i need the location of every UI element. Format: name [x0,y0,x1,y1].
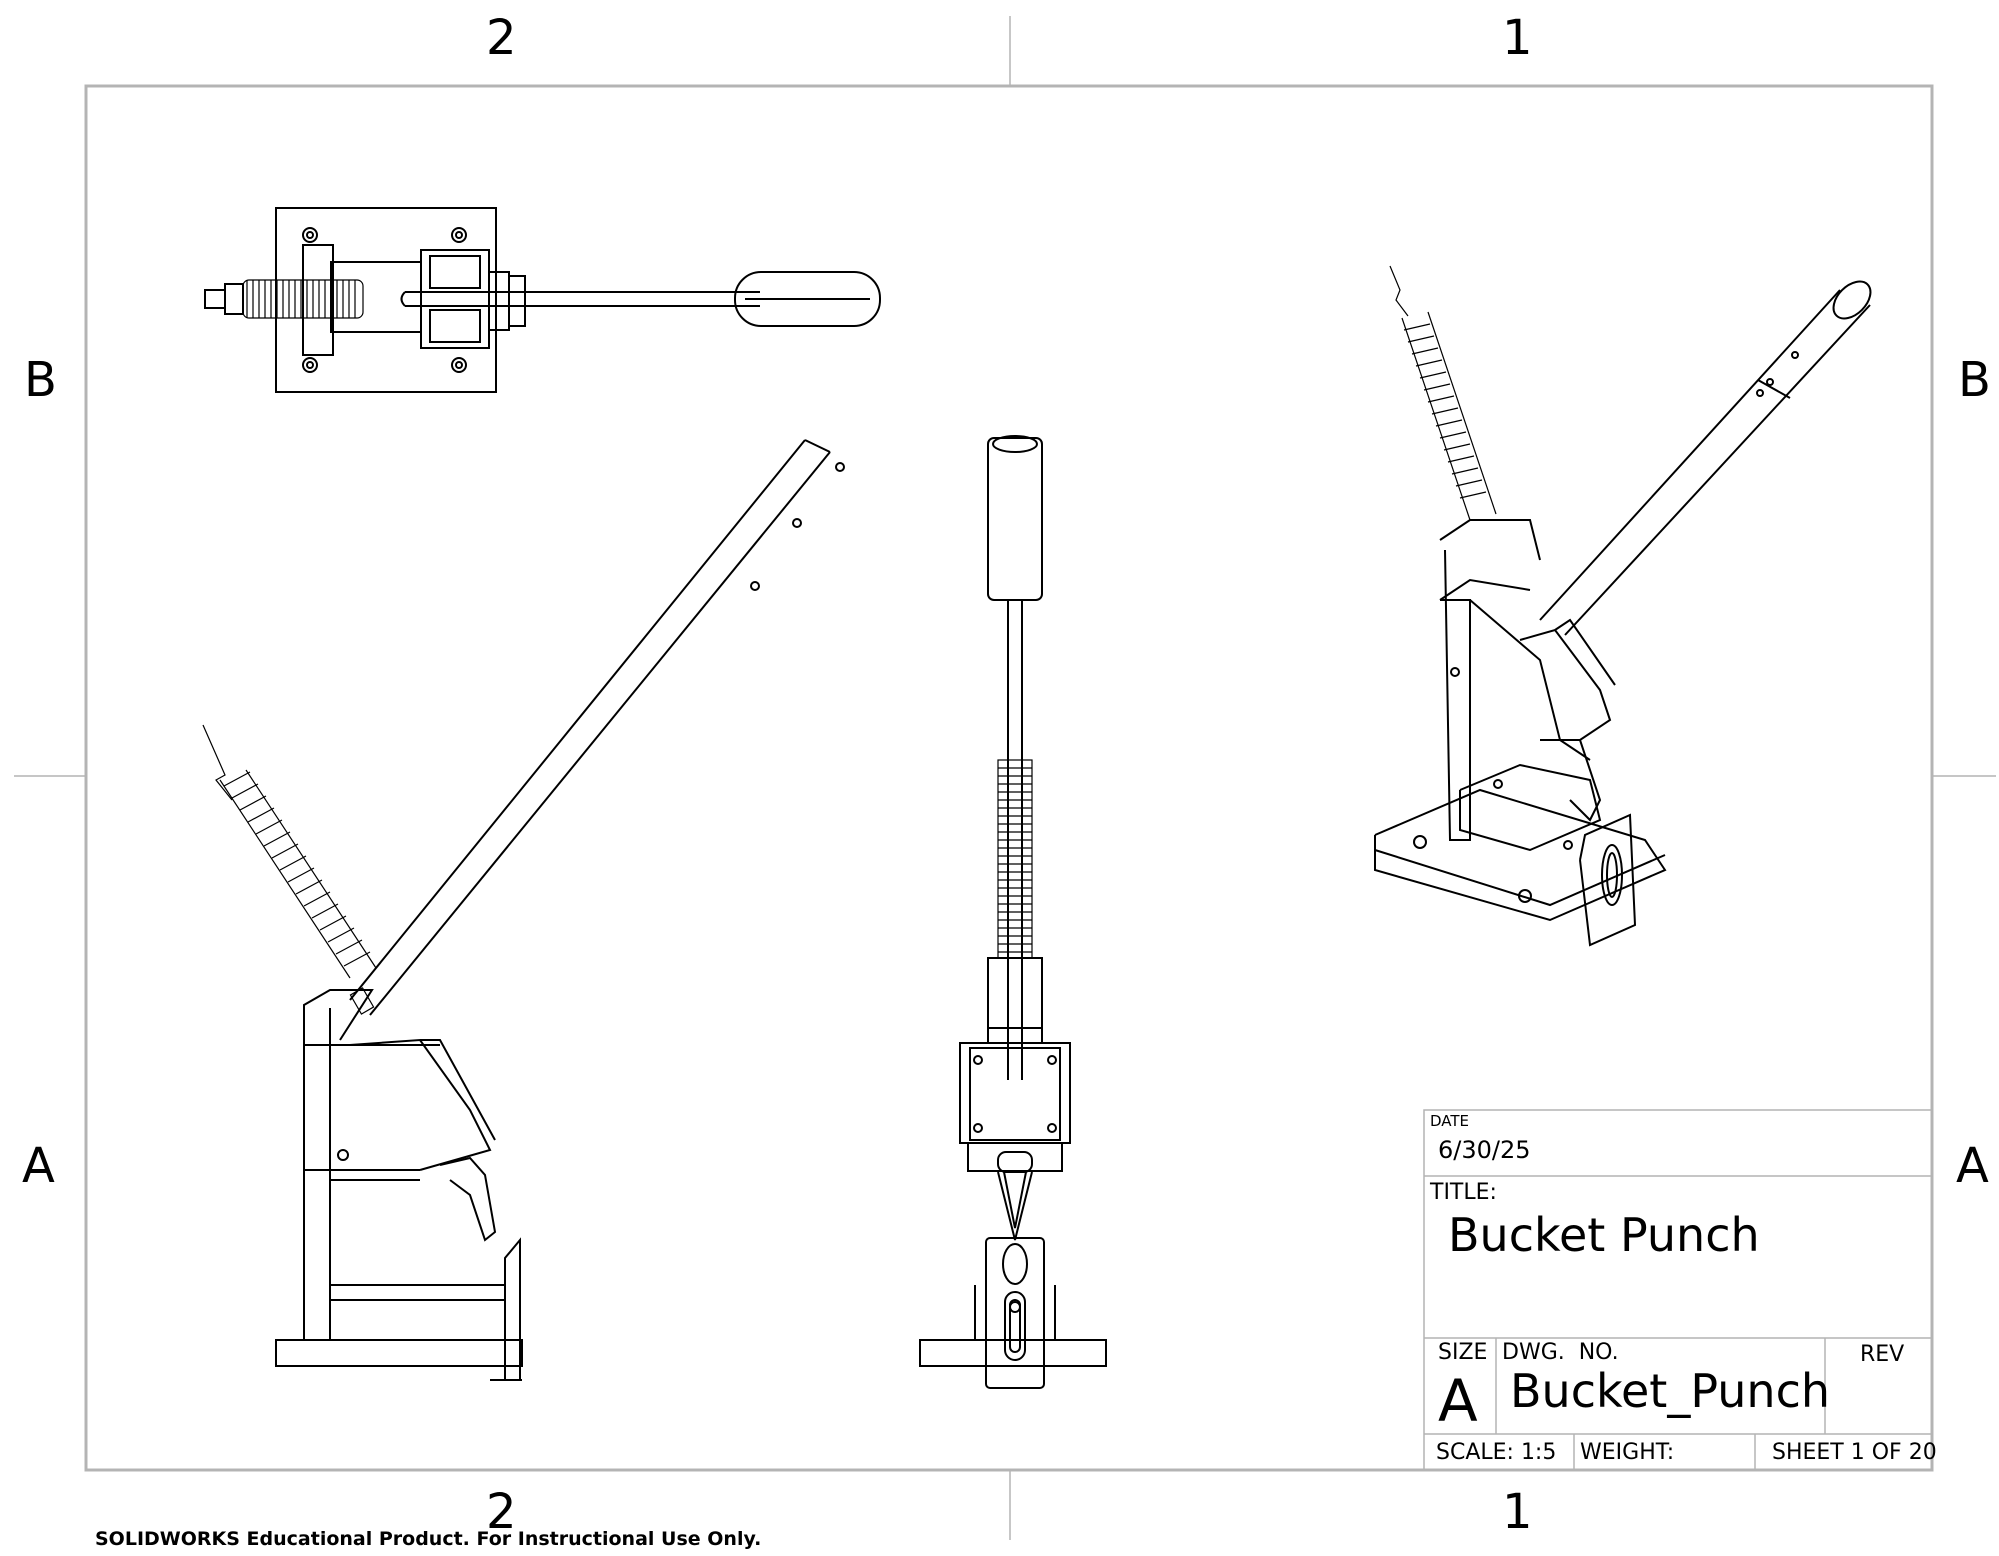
top-view-spring [242,279,364,319]
zone-dividers [14,16,1996,1540]
size-value: A [1438,1367,1478,1435]
zone-label-right-a: A [1956,1138,1989,1194]
weight-label: WEIGHT: [1580,1440,1675,1465]
sheet-border [84,84,1934,1472]
zone-label-left-a: A [22,1138,55,1194]
date-value: 6/30/25 [1438,1136,1531,1164]
front-view-spring [997,759,1033,959]
zone-label-bottom-2: 2 [486,1484,517,1540]
side-view-spring [202,724,377,1015]
zone-label-top-1: 1 [1502,10,1533,66]
drawing-title: Bucket Punch [1448,1208,1760,1262]
title-label: TITLE: [1430,1180,1497,1205]
title-block-lines [1423,1109,1933,1471]
isometric-view-spring [1389,265,1497,521]
date-label: DATE [1430,1112,1470,1130]
size-label: SIZE [1438,1340,1488,1365]
side-view [275,439,845,1381]
scale-label: SCALE: 1:5 [1436,1440,1557,1465]
dwg-no-value: Bucket_Punch [1510,1364,1831,1418]
zone-label-top-2: 2 [486,10,517,66]
zone-label-right-b: B [1958,352,1991,408]
rev-label: REV [1860,1342,1905,1367]
zone-label-bottom-1: 1 [1502,1484,1533,1540]
top-view [204,207,881,393]
zone-label-left-b: B [24,352,57,408]
educational-watermark: SOLIDWORKS Educational Product. For Inst… [95,1528,762,1550]
dwg-no-label: DWG. NO. [1502,1340,1619,1365]
isometric-view [1374,280,1872,947]
sheet-label: SHEET 1 OF 20 [1772,1440,1937,1465]
